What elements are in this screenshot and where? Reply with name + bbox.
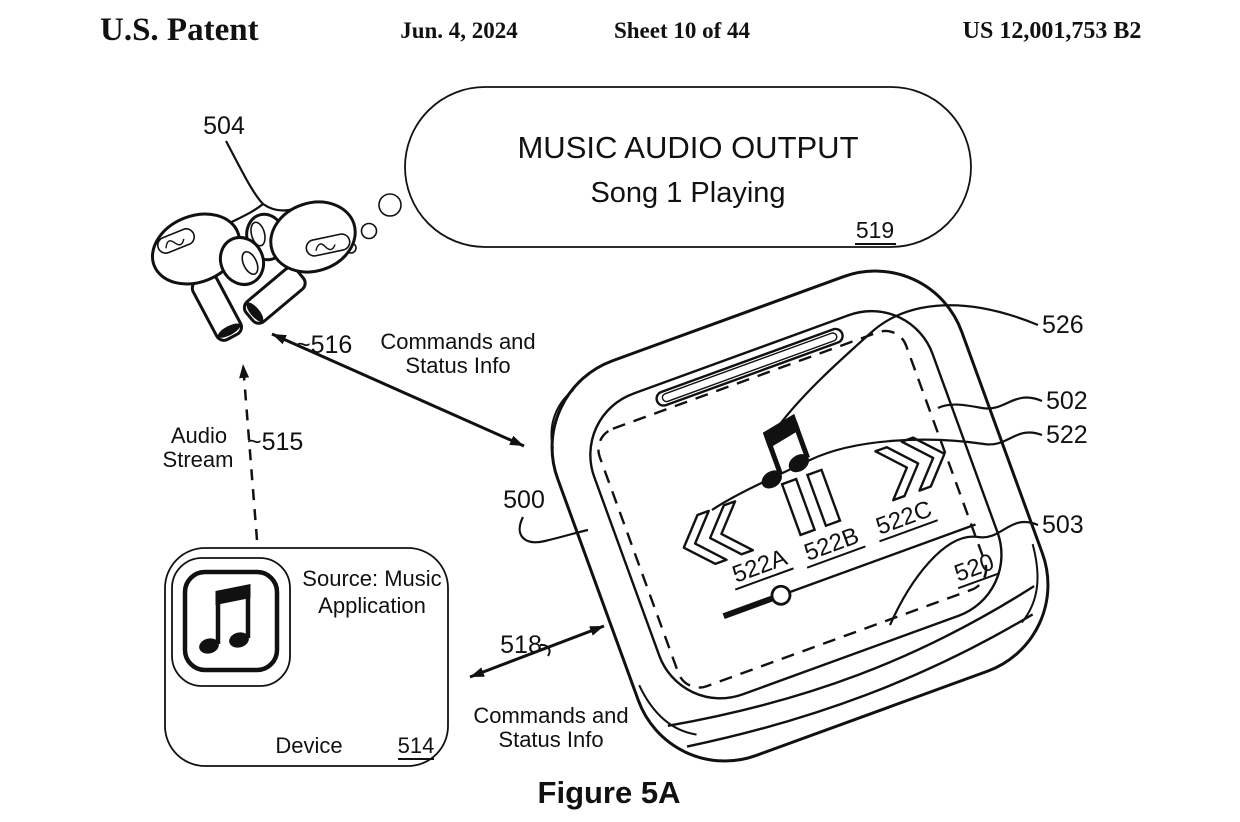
thought-bubble bbox=[404, 86, 972, 248]
case-corner-shade-bottom-right bbox=[1021, 543, 1039, 624]
arrow-518 bbox=[469, 624, 605, 679]
ref-502: 502 bbox=[1046, 387, 1088, 415]
music-note-icon bbox=[199, 584, 251, 654]
earbud-left-body bbox=[150, 212, 242, 286]
leader-503 bbox=[888, 520, 1039, 626]
ref-520-underline bbox=[957, 572, 1000, 590]
ref-526: 526 bbox=[1042, 311, 1084, 339]
device-label: Device bbox=[275, 733, 342, 758]
slider-knob bbox=[770, 584, 792, 606]
device-source-line1: Source: Music bbox=[302, 566, 441, 591]
ref-514: 514 bbox=[398, 733, 435, 758]
pause-icon bbox=[780, 468, 842, 537]
sheet-number: Sheet 10 of 44 bbox=[614, 18, 751, 43]
earbud-right-stem bbox=[242, 265, 307, 325]
device-box: Source: Music Application Device 514 bbox=[164, 547, 449, 767]
earbud-right-grille-squiggle bbox=[315, 243, 336, 251]
device-source-line2: Application bbox=[318, 593, 426, 618]
earbuds bbox=[150, 200, 357, 342]
case-lid-face bbox=[589, 309, 1003, 700]
hinge-slot bbox=[655, 327, 844, 407]
case-corner-shade-top-left bbox=[550, 389, 574, 449]
audio-stream-label-line1: Audio bbox=[171, 423, 227, 448]
figure-caption: Figure 5A bbox=[538, 775, 681, 810]
commands-lower-line1: Commands and bbox=[473, 703, 628, 728]
leader-502 bbox=[937, 396, 1043, 410]
ref-518: 518 bbox=[500, 631, 542, 659]
touch-display-area bbox=[597, 329, 988, 689]
slider-track-played bbox=[722, 595, 773, 619]
patent-date: Jun. 4, 2024 bbox=[400, 18, 518, 43]
ref-522C-underline bbox=[879, 519, 939, 543]
ref-503: 503 bbox=[1042, 511, 1084, 539]
commands-upper-line1: Commands and bbox=[380, 329, 535, 354]
case-lid-seam bbox=[667, 585, 1035, 728]
arrow-516 bbox=[271, 332, 525, 448]
earbud-right-tip-highlight bbox=[250, 221, 266, 247]
case-corner-shade-bottom-left bbox=[638, 684, 697, 736]
ref-515: ~515 bbox=[247, 428, 303, 456]
bubble-text-line1: MUSIC AUDIO OUTPUT bbox=[517, 130, 858, 165]
ref-522: 522 bbox=[1046, 421, 1088, 449]
arrow-515-audio-stream bbox=[239, 363, 259, 541]
leader-526 bbox=[773, 304, 1039, 433]
music-app-icon-inner bbox=[182, 569, 280, 673]
ref-516: ~516 bbox=[296, 331, 352, 359]
charging-case: 522A 522B 522C 520 bbox=[550, 269, 1050, 763]
earbud-left-stem-cap bbox=[217, 323, 241, 338]
earbud-right-stem-cap bbox=[246, 302, 264, 322]
earbud-left-grille-squiggle bbox=[165, 238, 185, 249]
earbud-left bbox=[150, 212, 266, 342]
case-body-contour bbox=[686, 613, 1034, 748]
earbud-left-grille bbox=[157, 228, 195, 254]
ref-522A-underline bbox=[734, 567, 794, 591]
slider-track-remaining bbox=[789, 523, 976, 593]
leader-522 bbox=[711, 431, 1043, 511]
commands-lower-line2: Status Info bbox=[498, 727, 603, 752]
leader-500 bbox=[518, 516, 589, 544]
ref-500: 500 bbox=[503, 486, 545, 514]
progress-slider bbox=[722, 523, 976, 619]
fast-forward-icon bbox=[874, 436, 946, 502]
earbud-right-grille bbox=[305, 233, 351, 257]
thought-bubble-dot-medium bbox=[360, 222, 378, 240]
ref-504: 504 bbox=[203, 112, 245, 140]
thought-bubble-dot-large bbox=[378, 193, 402, 217]
rewind-icon bbox=[682, 500, 755, 566]
commands-upper-line2: Status Info bbox=[405, 353, 510, 378]
patent-number: US 12,001,753 B2 bbox=[963, 18, 1142, 44]
audio-stream-label-line2: Stream bbox=[163, 447, 234, 472]
ref-519: 519 bbox=[856, 217, 894, 243]
hinge-slot-inner bbox=[661, 332, 838, 403]
earbud-right-body bbox=[269, 200, 357, 274]
ref-522B-underline bbox=[806, 545, 866, 569]
bubble-text-line2: Song 1 Playing bbox=[590, 177, 785, 209]
patent-title: U.S. Patent bbox=[100, 12, 259, 48]
earbud-left-tip-highlight bbox=[241, 250, 259, 276]
ref-518-tick bbox=[539, 643, 551, 657]
